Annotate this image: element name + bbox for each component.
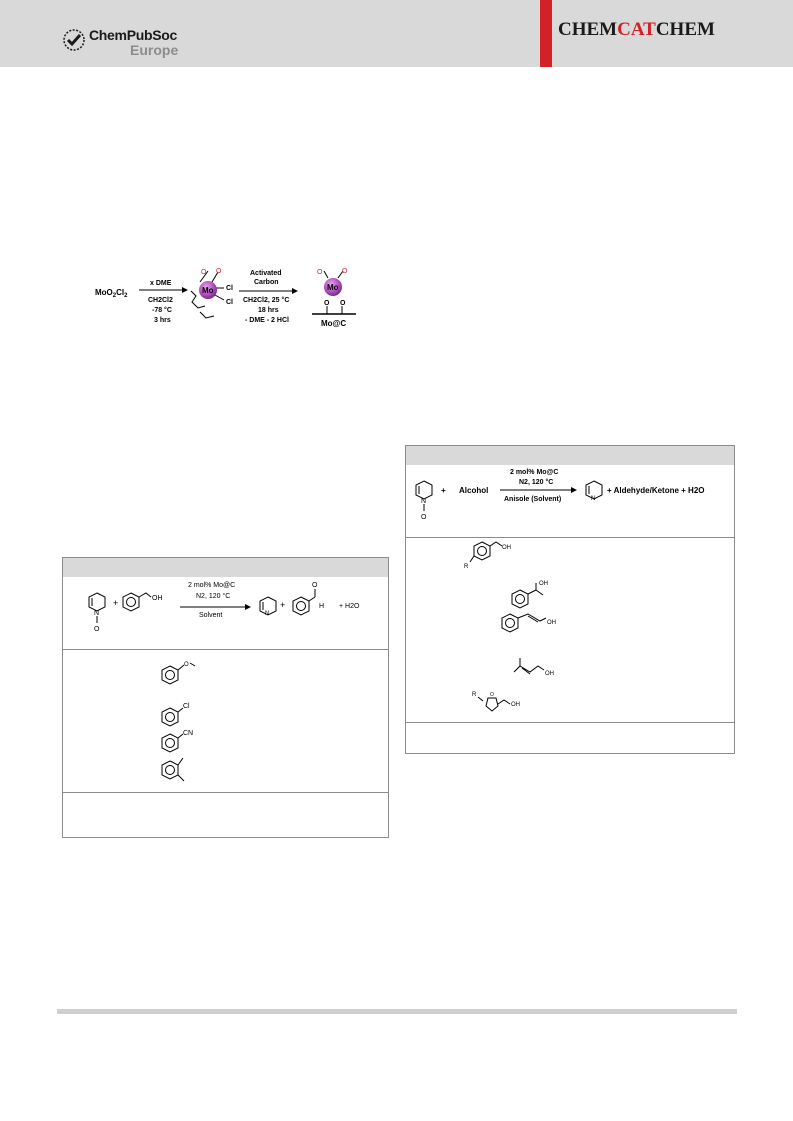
mo-on-carbon: O O Mo O O Mo@C — [312, 268, 356, 328]
furfuryl-alcohol-structure: R O OH — [472, 692, 520, 712]
svg-text:Cl: Cl — [226, 299, 233, 306]
svg-text:O: O — [184, 662, 189, 668]
pyridine-product-2: N — [585, 480, 603, 502]
svg-text:- DME - 2 HCl: - DME - 2 HCl — [245, 317, 289, 324]
svg-text:O: O — [317, 269, 323, 276]
arrow-1-temperature: -78 °C — [152, 306, 172, 314]
chempubsoc-star-icon — [63, 29, 85, 51]
svg-text:+ H2O: + H2O — [339, 603, 360, 610]
journal-title-cat: CAT — [617, 19, 656, 40]
table-2: N O + Alcohol 2 mol% Mo@C N2, 120 °C Ani… — [405, 445, 735, 754]
svg-text:N2, 120 °C: N2, 120 °C — [519, 478, 553, 486]
svg-text:O: O — [94, 626, 100, 633]
benzonitrile-structure: CN — [161, 730, 193, 753]
substituted-benzyl-alcohol: R OH — [464, 541, 511, 570]
svg-text:O: O — [340, 300, 346, 307]
svg-text:+: + — [280, 600, 285, 610]
logo-text-bottom: Europe — [130, 42, 179, 58]
cinnamyl-alcohol-structure: OH — [501, 613, 556, 633]
svg-text:Anisole (Solvent): Anisole (Solvent) — [504, 496, 561, 503]
svg-text:Activated: Activated — [250, 270, 282, 277]
svg-text:O: O — [490, 692, 494, 698]
svg-text:Cl: Cl — [226, 285, 233, 292]
journal-title-prefix: CHEM — [558, 19, 618, 40]
table-1-reaction-scheme: N O + OH 2 mol% Mo@C N2, 120 °C Solvent … — [88, 582, 360, 633]
arrow-1-time: 3 hrs — [154, 317, 171, 324]
svg-text:OH: OH — [539, 581, 548, 587]
svg-text:O: O — [201, 269, 207, 276]
svg-text:N2, 120 °C: N2, 120 °C — [196, 592, 230, 600]
svg-text:2 mol% Mo@C: 2 mol% Mo@C — [510, 469, 558, 476]
svg-text:2 mol% Mo@C: 2 mol% Mo@C — [188, 582, 235, 589]
product-label: Mo@C — [321, 319, 346, 328]
svg-text:N: N — [421, 498, 426, 505]
page-header: ChemPubSoc Europe CHEMCATCHEM — [0, 0, 793, 67]
scheme-mo-synthesis: MoO2Cl2 x DME CH2Cl2 -78 °C 3 hrs O O Mo… — [95, 268, 356, 328]
svg-text:R: R — [464, 564, 469, 570]
svg-text:+: + — [113, 598, 118, 608]
mo-sphere-1 — [199, 281, 217, 299]
pyridine-n-oxide-2: N O — [415, 480, 433, 521]
svg-text:+: + — [441, 486, 446, 495]
svg-text:Mo: Mo — [202, 286, 214, 295]
svg-text:H: H — [319, 603, 324, 610]
arrow-1-reagent: x DME — [150, 280, 172, 287]
journal-title: CHEMCATCHEM — [558, 19, 715, 41]
journal-title-suffix: CHEM — [655, 19, 715, 40]
svg-text:OH: OH — [511, 702, 520, 708]
table-2-header-band — [406, 446, 734, 465]
svg-text:OH: OH — [545, 671, 554, 677]
svg-text:N: N — [591, 496, 595, 502]
svg-text:OH: OH — [547, 620, 556, 626]
svg-text:N: N — [265, 611, 269, 617]
table-2-alcohol-list: R OH OH OH OH R O — [464, 541, 556, 712]
footer-rule — [57, 1009, 737, 1014]
svg-text:OH: OH — [502, 545, 511, 551]
products-label: + Aldehyde/Ketone + H2O — [607, 486, 705, 495]
svg-text:OH: OH — [152, 595, 163, 602]
svg-text:O: O — [216, 268, 222, 275]
svg-text:18 hrs: 18 hrs — [258, 307, 279, 314]
mo-sphere-2 — [324, 278, 342, 296]
logo-text-top: ChemPubSoc — [89, 27, 178, 43]
pyridine-n-oxide: N O — [88, 592, 106, 633]
benzyl-alcohol: OH — [122, 592, 163, 612]
svg-text:CN: CN — [183, 730, 193, 737]
svg-text:Cl: Cl — [183, 703, 190, 710]
svg-text:Solvent: Solvent — [199, 612, 222, 619]
svg-text:O: O — [342, 268, 348, 275]
svg-text:R: R — [472, 692, 477, 698]
svg-text:N: N — [94, 610, 99, 617]
arrow-1-solvent: CH2Cl2 — [148, 297, 173, 304]
anisole-structure: O — [161, 662, 196, 685]
mo-dme-complex: O O Mo Cl Cl — [190, 268, 233, 319]
chlorobenzene-structure: Cl — [161, 703, 190, 727]
table-1-solvent-list: O Cl CN — [161, 662, 196, 782]
journal-red-bar — [540, 0, 552, 67]
svg-text:Mo: Mo — [327, 283, 339, 292]
alcohol-label: Alcohol — [459, 486, 488, 495]
table-2-reaction-scheme: N O + Alcohol 2 mol% Mo@C N2, 120 °C Ani… — [415, 469, 705, 521]
benzaldehyde-product: O H — [292, 582, 324, 616]
o-xylene-structure — [161, 757, 185, 782]
svg-text:O: O — [312, 582, 318, 589]
svg-text:O: O — [324, 300, 330, 307]
svg-text:CH2Cl2, 25 °C: CH2Cl2, 25 °C — [243, 296, 289, 304]
svg-text:O: O — [421, 514, 427, 521]
reactant-formula: MoO2Cl2 — [95, 288, 128, 299]
pyridine-product: N — [259, 596, 277, 617]
table-1: N O + OH 2 mol% Mo@C N2, 120 °C Solvent … — [62, 557, 389, 838]
phenylethanol-structure: OH — [511, 581, 548, 609]
prenol-structure: OH — [513, 658, 554, 677]
svg-text:Carbon: Carbon — [254, 279, 279, 286]
table-1-header-band — [63, 558, 388, 577]
